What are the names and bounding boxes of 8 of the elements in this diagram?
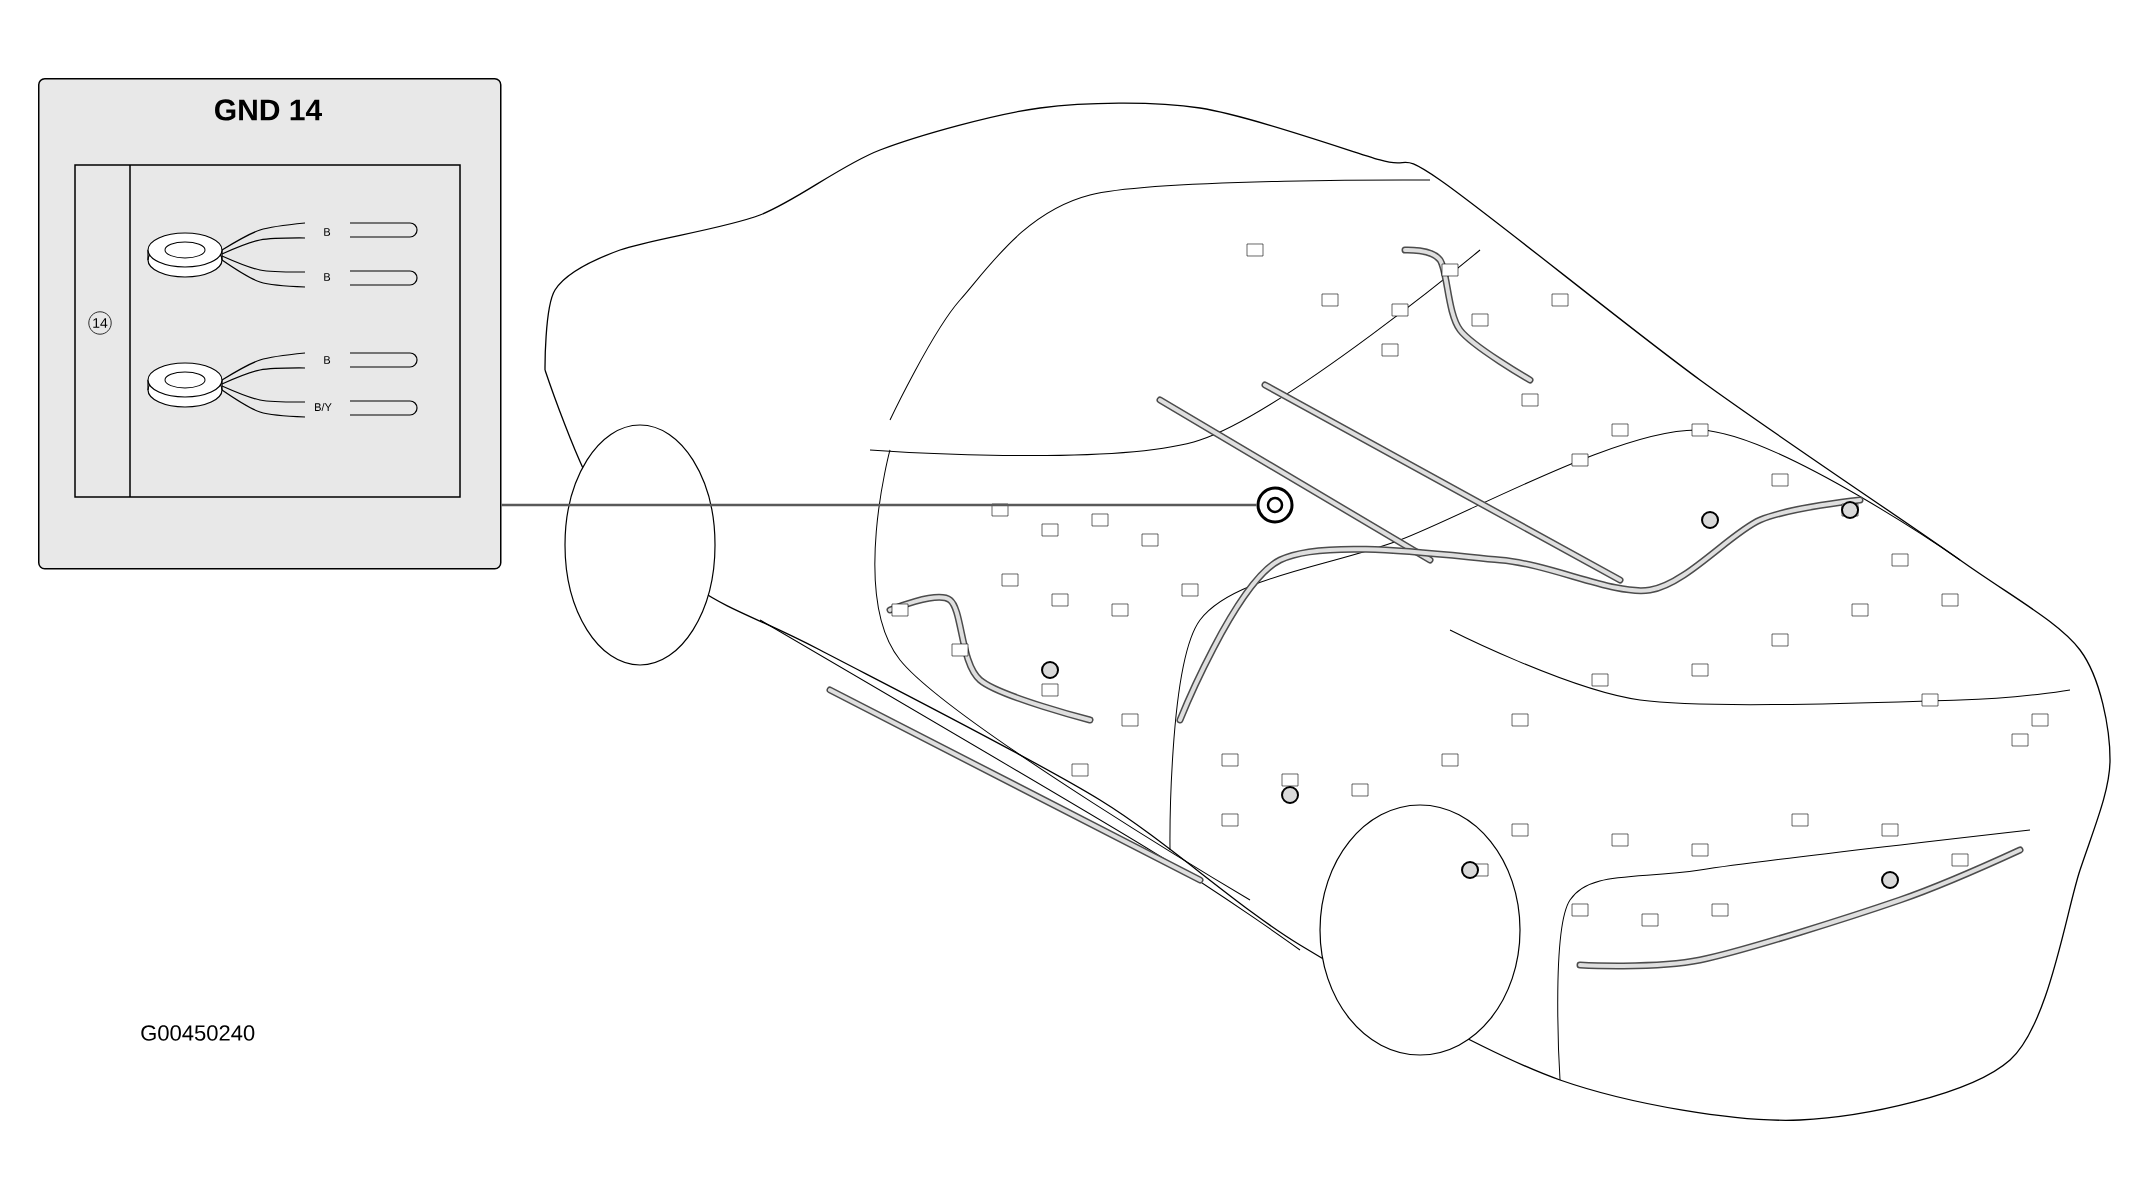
ground-point <box>1256 486 1294 524</box>
wire-label: B <box>324 273 331 281</box>
callout-number: 14 <box>88 311 112 335</box>
wire-label: B/Y <box>315 402 332 412</box>
leader-line <box>501 503 1257 507</box>
wire-label: B <box>324 228 331 236</box>
figure-number: G00450240 <box>141 1025 255 1041</box>
wire-label: B <box>324 356 331 364</box>
